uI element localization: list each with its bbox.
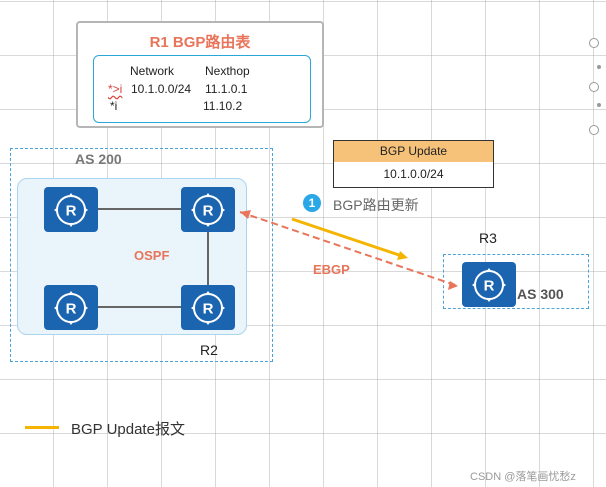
- watermark: CSDN @落笔画忧愁z: [470, 471, 576, 483]
- update-arrow: [291, 217, 403, 258]
- router-icon: R: [181, 187, 235, 232]
- side-marker: [597, 103, 601, 107]
- r3-label: R3: [479, 230, 497, 246]
- as200-boundary: [10, 148, 273, 362]
- ebgp-link: [239, 211, 459, 287]
- routing-table-inner: [93, 55, 311, 123]
- router-icon: R: [44, 187, 98, 232]
- route-flag: *>i: [108, 82, 123, 96]
- arrow-icon: [397, 251, 408, 260]
- svg-text:R: R: [203, 300, 214, 317]
- step-label: BGP路由更新: [333, 197, 419, 213]
- legend-label: BGP Update报文: [71, 421, 185, 438]
- svg-text:R: R: [484, 277, 495, 294]
- svg-text:R: R: [203, 202, 214, 219]
- side-marker: [597, 65, 601, 69]
- side-marker: [589, 82, 599, 92]
- router-icon: R: [462, 262, 516, 307]
- column-header-network: Network: [130, 64, 175, 78]
- arrow-icon: [448, 281, 458, 290]
- route-network: 10.1.0.0/24: [131, 82, 192, 96]
- svg-text:R: R: [66, 300, 77, 317]
- route-nexthop: 11.1.0.1: [205, 82, 248, 96]
- route-flag: *i: [110, 99, 118, 113]
- arrow-icon: [240, 210, 251, 219]
- step-badge: 1: [303, 194, 321, 212]
- as300-label: AS 300: [517, 286, 564, 302]
- update-box-prefix: 10.1.0.0/24: [333, 162, 494, 188]
- router-icon: R: [44, 285, 98, 330]
- ebgp-label: EBGP: [313, 262, 350, 277]
- side-marker: [589, 38, 599, 48]
- update-box-header: BGP Update: [333, 140, 494, 163]
- as200-label: AS 200: [75, 151, 122, 167]
- router-icon: R: [181, 285, 235, 330]
- legend-line: [25, 426, 59, 429]
- ospf-label: OSPF: [134, 248, 170, 263]
- svg-text:R: R: [66, 202, 77, 219]
- side-marker: [589, 125, 599, 135]
- column-header-nexthop: Nexthop: [205, 64, 250, 78]
- routing-table-title: R1 BGP路由表: [149, 34, 251, 51]
- r2-label: R2: [200, 342, 218, 358]
- route-nexthop: 11.10.2: [203, 99, 243, 113]
